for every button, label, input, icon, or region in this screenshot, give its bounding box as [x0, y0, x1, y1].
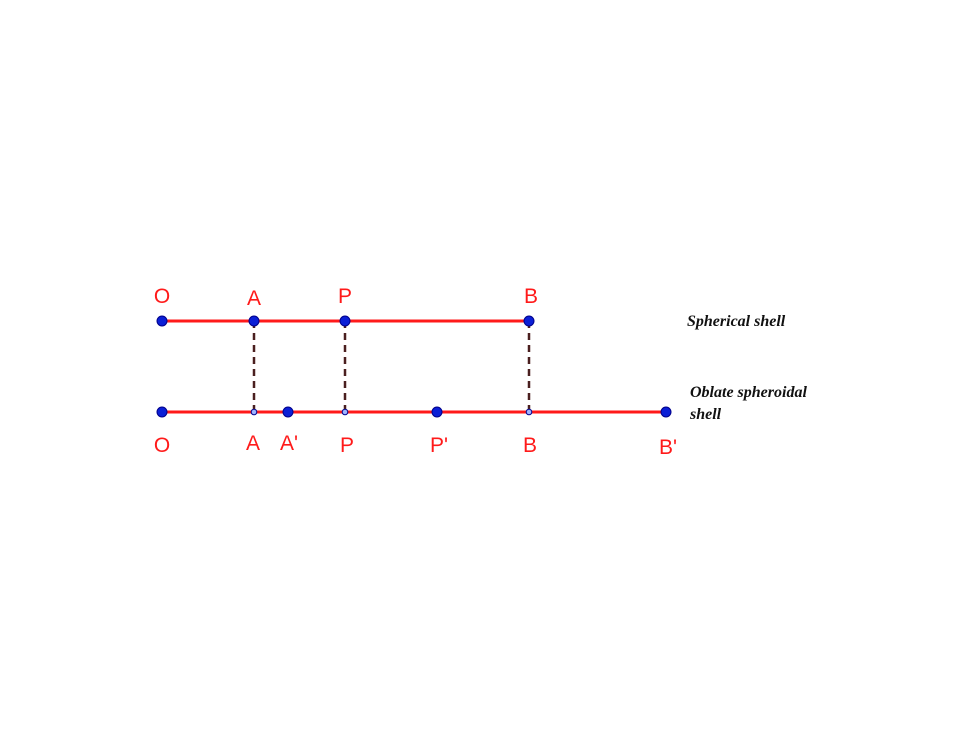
bottom-point-o	[156, 406, 168, 418]
bottom-label-b-prime: B'	[659, 436, 677, 459]
bottom-point-p-prime	[431, 406, 443, 418]
bottom-point-b	[525, 408, 533, 416]
top-point-b	[523, 315, 535, 327]
bottom-label-b: B	[523, 434, 537, 457]
top-point-a	[248, 315, 260, 327]
bottom-label-a-prime: A'	[280, 432, 298, 455]
top-label-p: P	[338, 285, 352, 308]
top-label-a: A	[247, 287, 261, 310]
bottom-point-a	[250, 408, 258, 416]
top-label-o: O	[154, 285, 170, 308]
bottom-point-a-prime	[282, 406, 294, 418]
top-point-o	[156, 315, 168, 327]
bottom-label-a: A	[246, 432, 260, 455]
bottom-label-o: O	[154, 434, 170, 457]
bottom-label-p: P	[340, 434, 354, 457]
bottom-point-p	[341, 408, 349, 416]
top-point-p	[339, 315, 351, 327]
bottom-label-p-prime: P'	[430, 434, 448, 457]
top-label-b: B	[524, 285, 538, 308]
spherical-shell-caption: Spherical shell	[687, 313, 786, 330]
oblate-shell-caption-line2: shell	[689, 406, 722, 423]
oblate-shell-caption-line1: Oblate spheroidal	[690, 384, 807, 401]
bottom-point-b-prime	[660, 406, 672, 418]
